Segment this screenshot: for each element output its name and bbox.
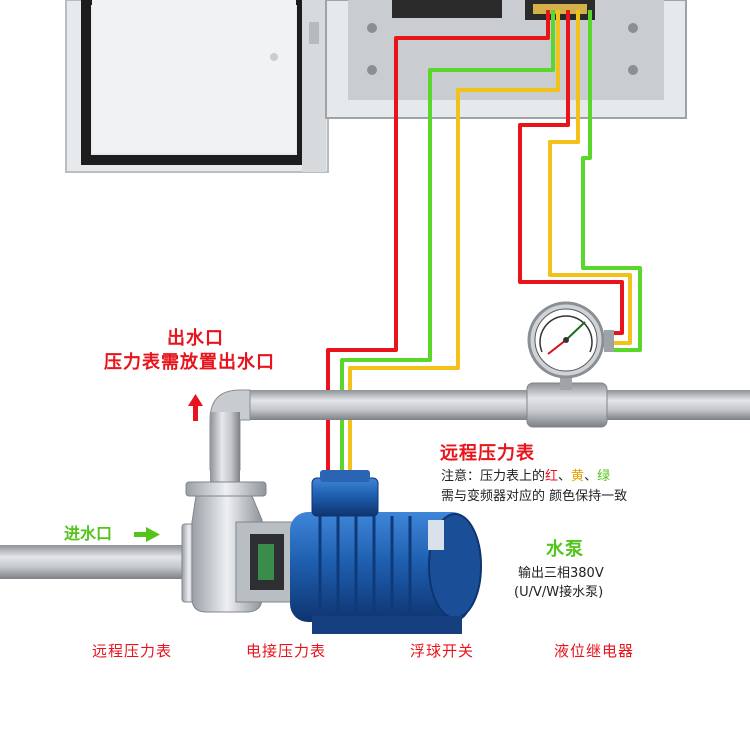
- gauge-wires: [518, 10, 642, 352]
- note-red: 红: [545, 469, 559, 484]
- note-yellow: 黄: [571, 469, 585, 484]
- remote-gauge-title: 远程压力表: [440, 443, 535, 464]
- caption-remote-gauge: 远程压力表: [92, 642, 173, 660]
- caption-float-switch: 浮球开关: [410, 642, 475, 660]
- wire-green-pump: [340, 10, 555, 470]
- cabinet-bolt: [270, 53, 278, 61]
- mount-hole: [628, 65, 638, 75]
- right-arrow-icon: [134, 527, 160, 542]
- outlet-note: 压力表需放置出水口: [104, 352, 275, 373]
- pump-housing: [185, 481, 297, 613]
- mount-hole: [367, 65, 377, 75]
- caption-contact-gauge: 电接压力表: [246, 642, 327, 660]
- wire-red-gauge: [518, 10, 624, 335]
- note-prefix: 注意：压力表上的: [441, 469, 546, 484]
- cabinet-latch: [309, 22, 319, 44]
- control-cabinet-icon: [65, 0, 687, 173]
- note-green: 绿: [597, 469, 611, 484]
- note-sep1: 、: [558, 469, 572, 484]
- note-line1: 注意：压力表上的红、黄、绿: [441, 465, 610, 484]
- pressure-gauge-icon: [527, 301, 614, 379]
- pump-line1: 输出三相380V: [518, 566, 604, 581]
- inlet-label: 进水口: [64, 524, 113, 543]
- pump-wires: [326, 10, 560, 470]
- wire-red-pump: [326, 10, 550, 470]
- outlet-pipe: [232, 390, 750, 420]
- inlet-pipe: [0, 545, 188, 579]
- wire-yellow-gauge: [548, 10, 632, 345]
- outlet-label: 出水口: [167, 328, 224, 349]
- caption-level-relay: 液位继电器: [554, 642, 635, 660]
- terminal-screws: [533, 4, 587, 14]
- outlet-riser: [210, 412, 240, 482]
- up-arrow-icon: [188, 394, 203, 421]
- pump-line2: (U/V/W接水泵): [514, 585, 604, 600]
- mount-hole: [628, 23, 638, 33]
- pump-title: 水泵: [546, 539, 584, 560]
- mount-hole: [367, 23, 377, 33]
- wire-green-gauge: [581, 10, 642, 352]
- pump-motor-icon: [290, 470, 482, 634]
- note-sep2: 、: [584, 469, 598, 484]
- gauge-stem: [560, 376, 572, 390]
- cabinet-door-panel: [92, 0, 296, 153]
- wire-yellow-pump: [348, 10, 560, 470]
- terminal-block-left: [392, 0, 502, 18]
- note-line2: 需与变频器对应的 颜色保持一致: [441, 489, 628, 504]
